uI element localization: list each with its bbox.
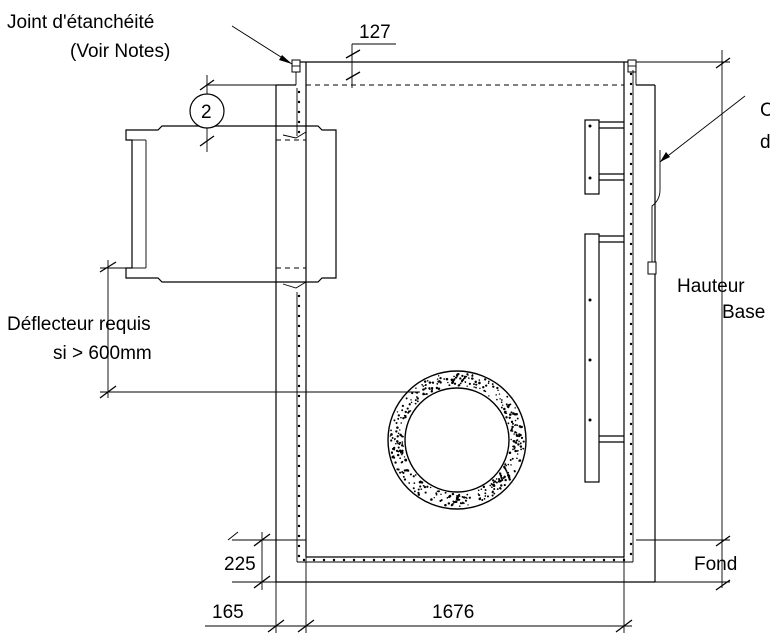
chamber-outline [275, 61, 656, 583]
deflector-label-line2: si > 600mm [53, 343, 152, 364]
dim-225-label: 225 [224, 554, 256, 575]
dim-127 [206, 43, 730, 88]
seal-label-line1: Joint d'étanchéité [7, 12, 154, 33]
dim-bottom [205, 557, 633, 633]
inlet-pipe [125, 125, 337, 289]
ladder-lower [584, 233, 624, 483]
rebar-right [629, 72, 633, 556]
right-cut-label-line1: C [760, 100, 770, 121]
callout-bubble-2 [189, 75, 225, 152]
lifting-insert [647, 150, 661, 275]
floor-label: Fond [694, 554, 737, 575]
dim-height [636, 50, 731, 591]
gasket-left [291, 59, 301, 73]
right-cut-leader [659, 95, 746, 163]
dim-127-label: 127 [359, 22, 391, 43]
dim-225 [227, 531, 306, 590]
gasket-right [627, 59, 637, 73]
rebar-left [297, 90, 301, 558]
callout-number: 2 [201, 102, 212, 123]
dim-1676-label: 1676 [432, 602, 474, 623]
seal-leader [231, 25, 293, 65]
dim-deflector [99, 260, 420, 399]
ladder-upper [584, 119, 624, 195]
height-label-line1: Hauteur [677, 276, 745, 297]
dim-165-label: 165 [212, 602, 244, 623]
deflector-label-line1: Déflecteur requis [7, 314, 151, 335]
seal-label-line2: (Voir Notes) [70, 41, 170, 62]
outlet-ring [387, 370, 527, 510]
rebar-floor [302, 558, 626, 562]
right-cut-label-line2: d [760, 132, 770, 153]
height-label-line2: Base [722, 302, 765, 323]
